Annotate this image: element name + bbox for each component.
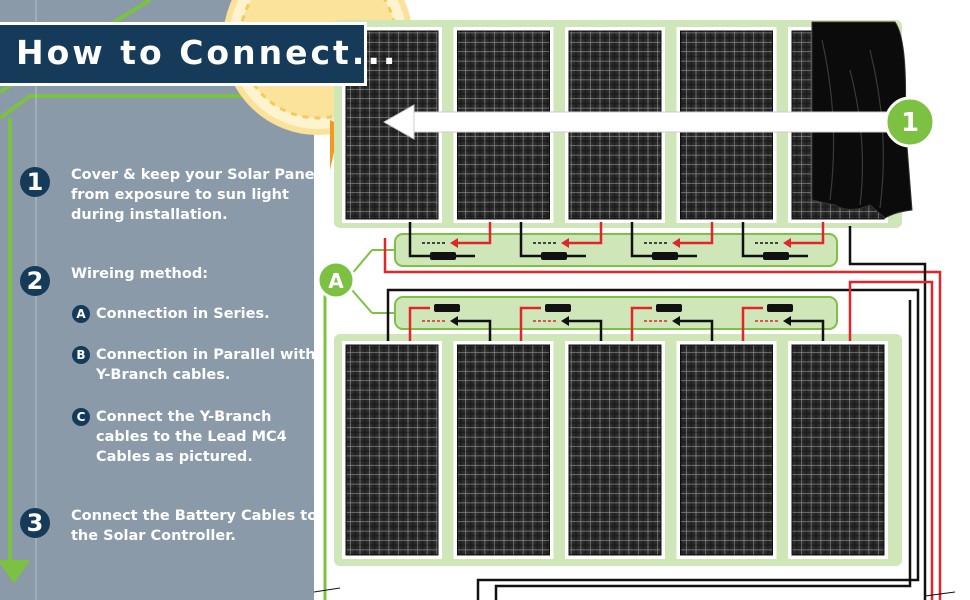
mc4-connector: [763, 252, 789, 260]
mc4-connector: [541, 252, 567, 260]
title-banner: How to Connect...: [0, 22, 395, 86]
step-2-number: 2: [20, 266, 50, 296]
sub-item-c-text: Connect the Y-Branch cables to the Lead …: [96, 409, 287, 465]
svg-text:1: 1: [901, 108, 919, 138]
mc4-connector: [545, 304, 571, 312]
sub-item-c: C Connect the Y-Branch cables to the Lea…: [72, 407, 287, 467]
sub-item-b-badge: B: [72, 346, 90, 364]
sub-item-a-text: Connection in Series.: [96, 306, 270, 322]
sub-item-a: A Connection in Series.: [72, 304, 270, 324]
callout-step-1: 1: [884, 96, 936, 148]
arrow-shaft: [407, 111, 897, 133]
step-1-number: 1: [20, 167, 50, 197]
sub-item-c-badge: C: [72, 408, 90, 426]
step-3-number: 3: [20, 508, 50, 538]
series-connector-strip: [394, 233, 838, 267]
svg-text:A: A: [328, 269, 344, 293]
mc4-connector: [434, 304, 460, 312]
step-2-text: Wireing method:: [71, 266, 209, 282]
sub-item-b-text: Connection in Parallel with Y-Branch cab…: [96, 347, 316, 383]
step-3-text: Connect the Battery Cables to the Solar …: [71, 508, 318, 544]
sub-item-b: B Connection in Parallel with Y-Branch c…: [72, 345, 316, 385]
mc4-connector: [656, 304, 682, 312]
sub-item-a-badge: A: [72, 305, 90, 323]
mc4-connector: [767, 304, 793, 312]
arrow-head: [382, 104, 415, 140]
step-1-text: Cover & keep your Solar Panel from expos…: [71, 167, 320, 223]
parallel-connector-strip: [394, 296, 838, 330]
mc4-connector: [430, 252, 456, 260]
page-title: How to Connect...: [16, 33, 399, 72]
callout-section-a: A: [316, 249, 395, 314]
mc4-connector: [652, 252, 678, 260]
